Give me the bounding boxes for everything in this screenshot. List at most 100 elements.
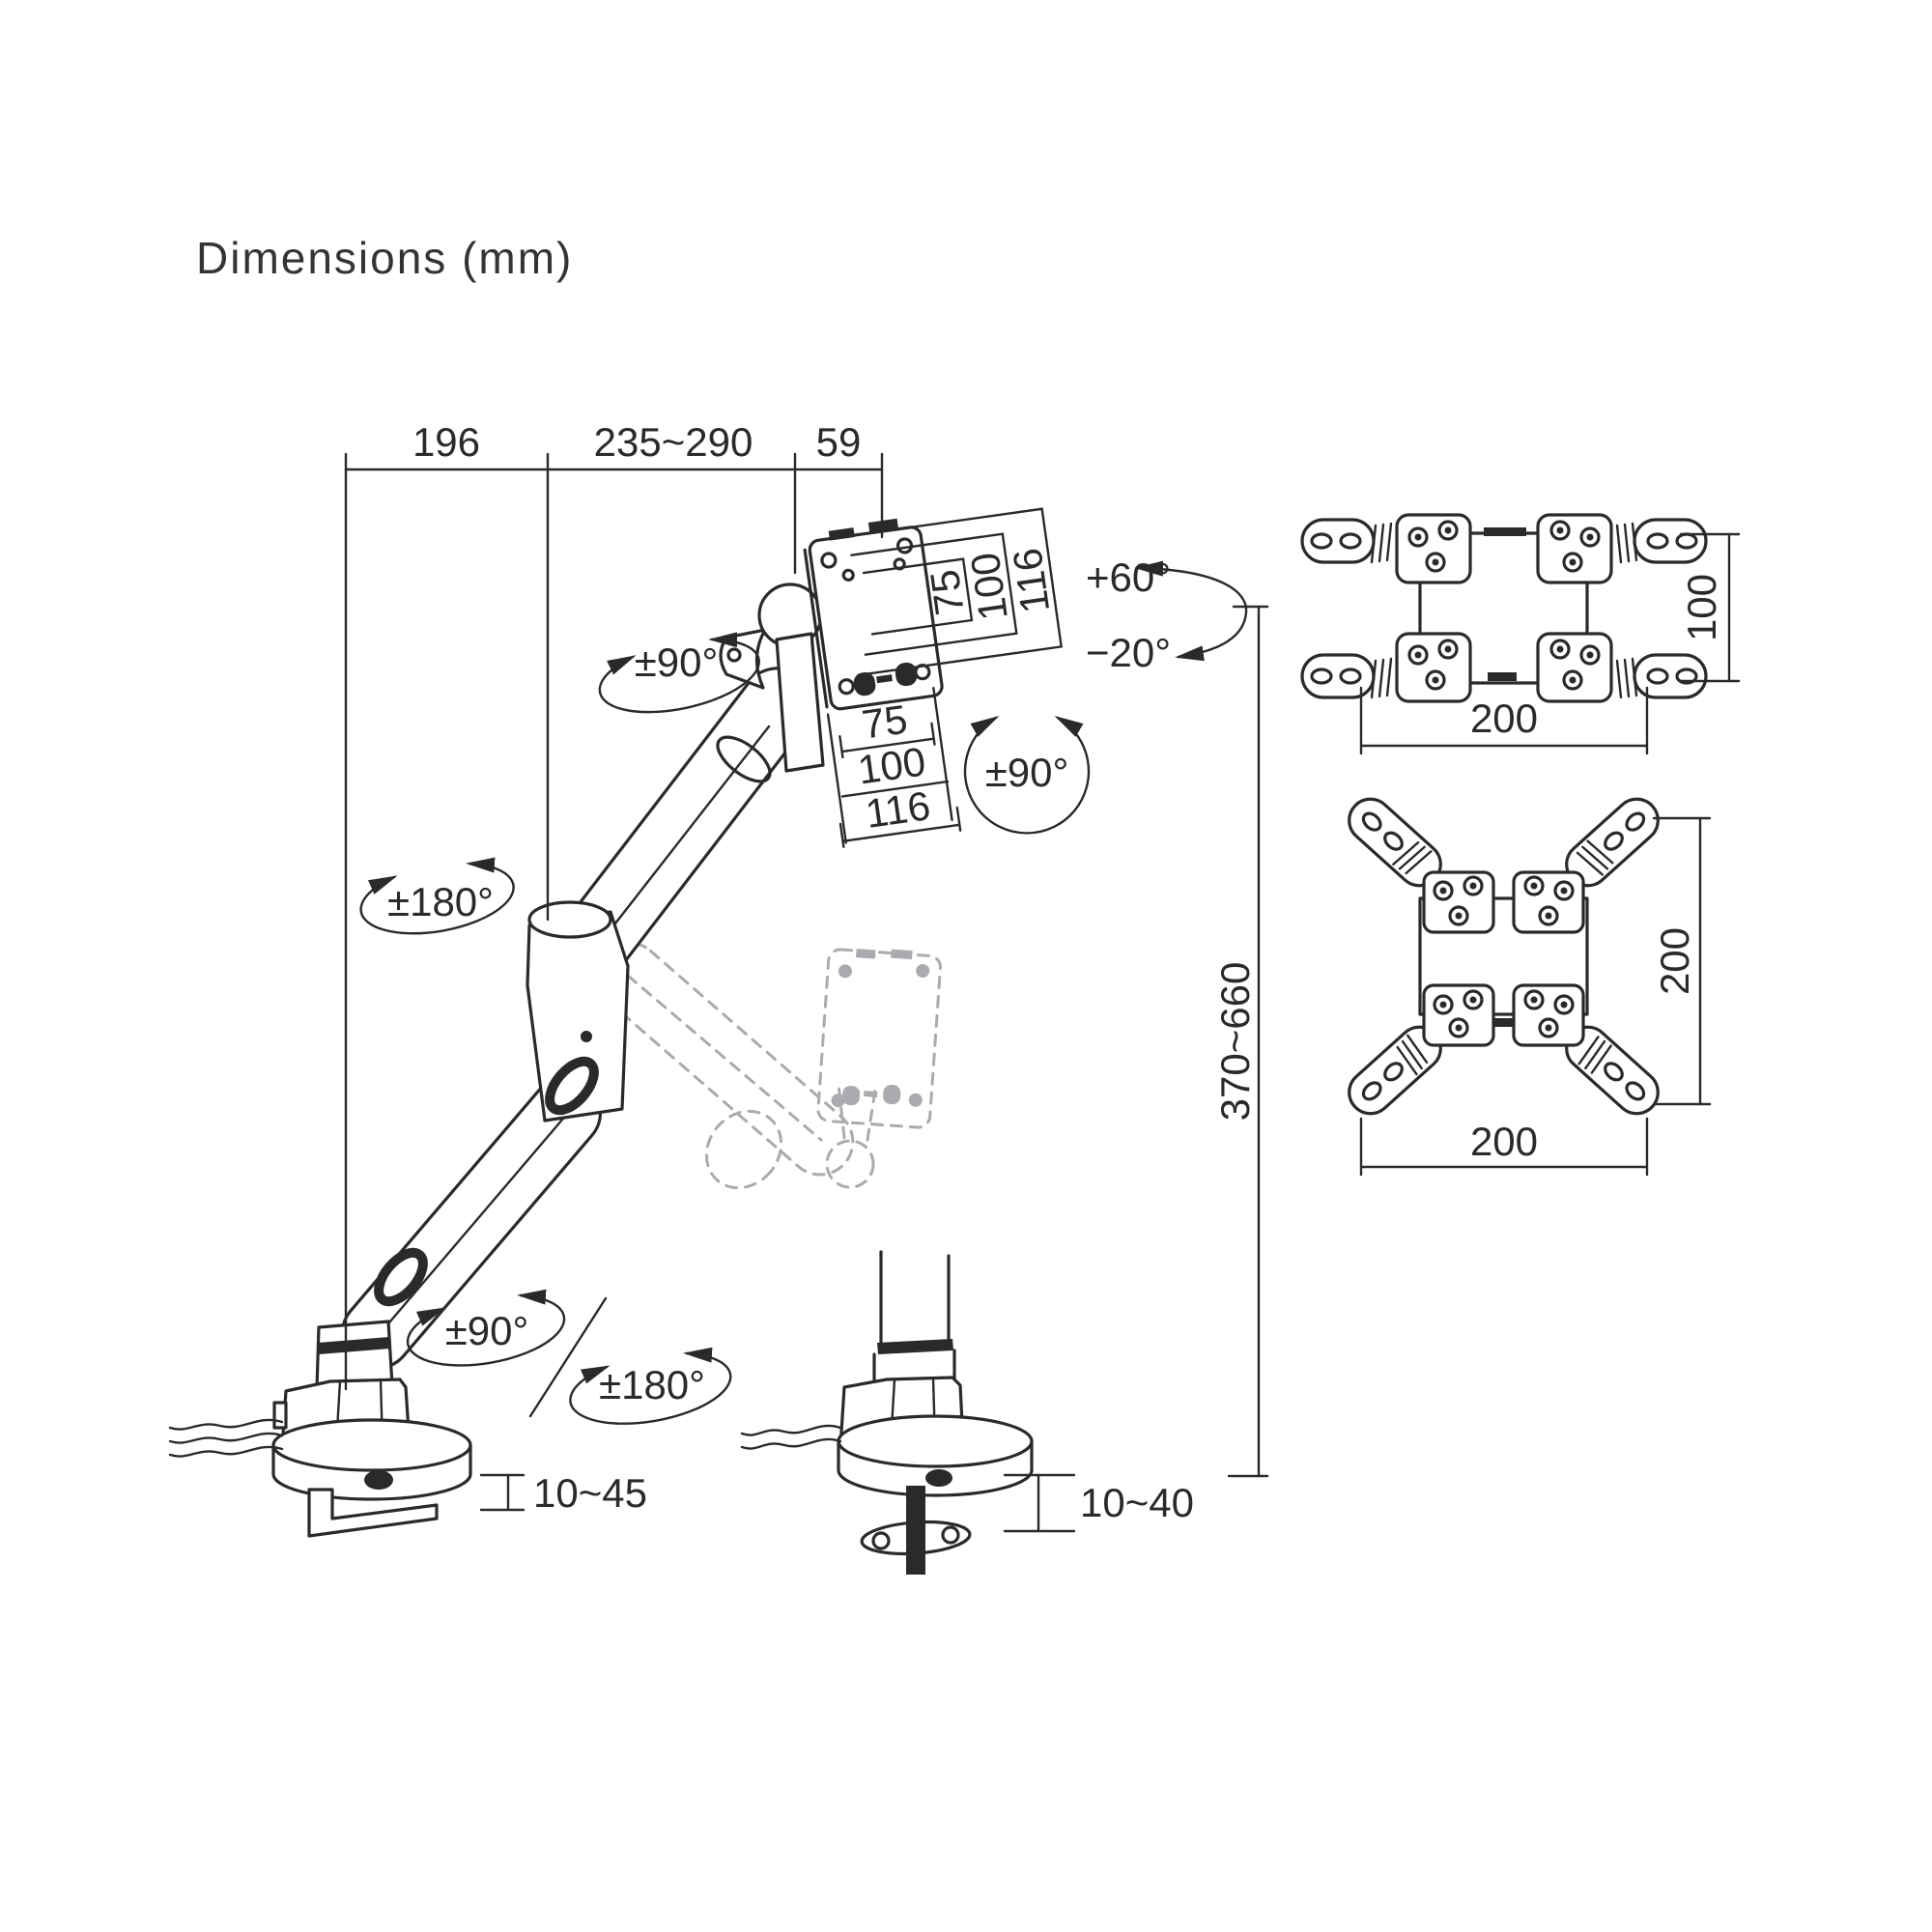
page-title: Dimensions (mm) [196, 233, 573, 283]
vesa-vertical-dims: 75 100 116 [838, 507, 1064, 677]
hex-screw-icon [1437, 639, 1459, 660]
strap-hole [1383, 1062, 1404, 1082]
tilt-arc-arrow [1134, 560, 1248, 662]
screw-dot [1560, 1001, 1568, 1009]
mount-hook [867, 518, 898, 532]
strap-hatch [1631, 522, 1638, 562]
screw-dot [1432, 558, 1439, 566]
arm-swivel-symbol: ±180° [359, 857, 515, 935]
ghost-plate-outline [816, 948, 942, 1129]
wing-hole [941, 1525, 960, 1545]
cable-line [740, 1437, 842, 1450]
screw-dot [1569, 558, 1577, 566]
screw-dot [1444, 526, 1452, 534]
head-swivel-symbol: ±90° [598, 632, 760, 714]
strap-hatch [1385, 522, 1393, 562]
dim-label-vesa-100-v: 100 [962, 550, 1016, 623]
dim-label-59: 59 [816, 419, 862, 465]
dim-label-h-200: 200 [1470, 696, 1538, 741]
strap-plate [1536, 632, 1613, 703]
strap-hatch [1370, 524, 1378, 564]
height-dimension: 370~660 [1212, 605, 1269, 1478]
screen-rotation-symbol: ±90° [963, 715, 1091, 835]
screw-dot [1439, 1001, 1447, 1009]
strap-hole [1339, 532, 1362, 550]
vesa-head-group: 75 100 116 75 100 116 [803, 507, 1064, 848]
dim-tick [838, 734, 844, 759]
riser-ring [318, 1337, 390, 1354]
angle-label-tilt-up: +60° [1086, 554, 1171, 600]
screw-icon [581, 1031, 592, 1042]
angle-label-screen-rotation: ±90° [985, 750, 1069, 795]
dim-label-196: 196 [412, 419, 480, 465]
ghost-screw-icon [831, 1094, 845, 1108]
hex-screw-icon [1437, 520, 1459, 541]
ghost-vesa-plate [816, 948, 942, 1129]
dim-tick [955, 806, 962, 832]
top-dimension: 196 235~290 59 [344, 419, 884, 1391]
latch [876, 674, 893, 684]
screw-dot [1455, 912, 1463, 920]
strap-hatch [1581, 845, 1609, 870]
angle-label-tilt-down: −20° [1086, 630, 1171, 675]
adapter-cross-view: 200 200 [1348, 797, 1712, 1177]
hex-screw-icon [1549, 639, 1571, 660]
screw-icon [895, 537, 914, 554]
adapter-strap [1348, 797, 1442, 888]
elbow-top [527, 900, 612, 939]
angle-label-base-rotation: ±180° [599, 1362, 705, 1407]
dim-label-vesa-75-h: 75 [859, 696, 910, 748]
strap-hole [1646, 668, 1669, 685]
strap-hatch [1615, 524, 1623, 564]
mount-hook [853, 671, 876, 696]
dim-tick [930, 722, 936, 746]
strap-hole [1383, 831, 1404, 851]
cable-line [740, 1424, 842, 1436]
angle-label-base-swivel: ±90° [445, 1308, 529, 1353]
hex-screw-icon [1523, 875, 1545, 896]
hex-screw-icon [1407, 644, 1429, 666]
cable-port [925, 1469, 952, 1487]
spring-slot [716, 735, 772, 783]
hex-screw-icon [1553, 880, 1575, 901]
strap-hole [1675, 668, 1698, 685]
ghost-latch [863, 1091, 878, 1097]
grommet-mount-view [740, 1250, 1034, 1575]
strap-hatch [1378, 658, 1385, 698]
strap-hole [1625, 811, 1646, 832]
grommet-thickness-dimension: 10~40 [1003, 1473, 1194, 1533]
dim-bracket-75 [862, 557, 974, 636]
base-rotation-symbol: ±180° [528, 1296, 732, 1425]
strap-hole [1361, 811, 1382, 832]
dim-ext [932, 687, 953, 822]
upper-arm-edge [589, 724, 771, 956]
hex-screw-icon [1553, 994, 1575, 1015]
hex-screw-icon [1579, 644, 1601, 666]
dim-label-vesa-116-v: 116 [1004, 546, 1058, 616]
dim-bracket-116 [838, 507, 1064, 677]
adapter-horizontal-view: 100 200 [1300, 513, 1741, 755]
head-neck [775, 632, 825, 773]
dim-line-100 [840, 780, 950, 798]
strap-hatch [1577, 1036, 1600, 1065]
strap-hole [1310, 668, 1333, 685]
rotation-arrow [359, 857, 515, 935]
vesa-horizontal-dims: 75 100 116 [826, 687, 962, 848]
strap-hatch [1370, 659, 1378, 699]
link-slot [374, 1247, 428, 1307]
strap-plate [1395, 632, 1472, 703]
elbow-joint [526, 910, 630, 1122]
screw-icon [820, 552, 838, 569]
hex-screw-icon [1425, 669, 1446, 691]
pole-ring [877, 1339, 953, 1354]
strap-hole [1310, 532, 1333, 550]
strap-hatch [1623, 658, 1631, 698]
strap-hatch [1392, 840, 1420, 866]
plate-latch [1491, 1018, 1518, 1027]
screw-dot [1414, 651, 1422, 659]
strap-hatch [1586, 839, 1614, 865]
dim-line-75 [840, 737, 935, 753]
ghost-screw-icon [838, 964, 852, 979]
hex-screw-icon [1463, 875, 1484, 896]
